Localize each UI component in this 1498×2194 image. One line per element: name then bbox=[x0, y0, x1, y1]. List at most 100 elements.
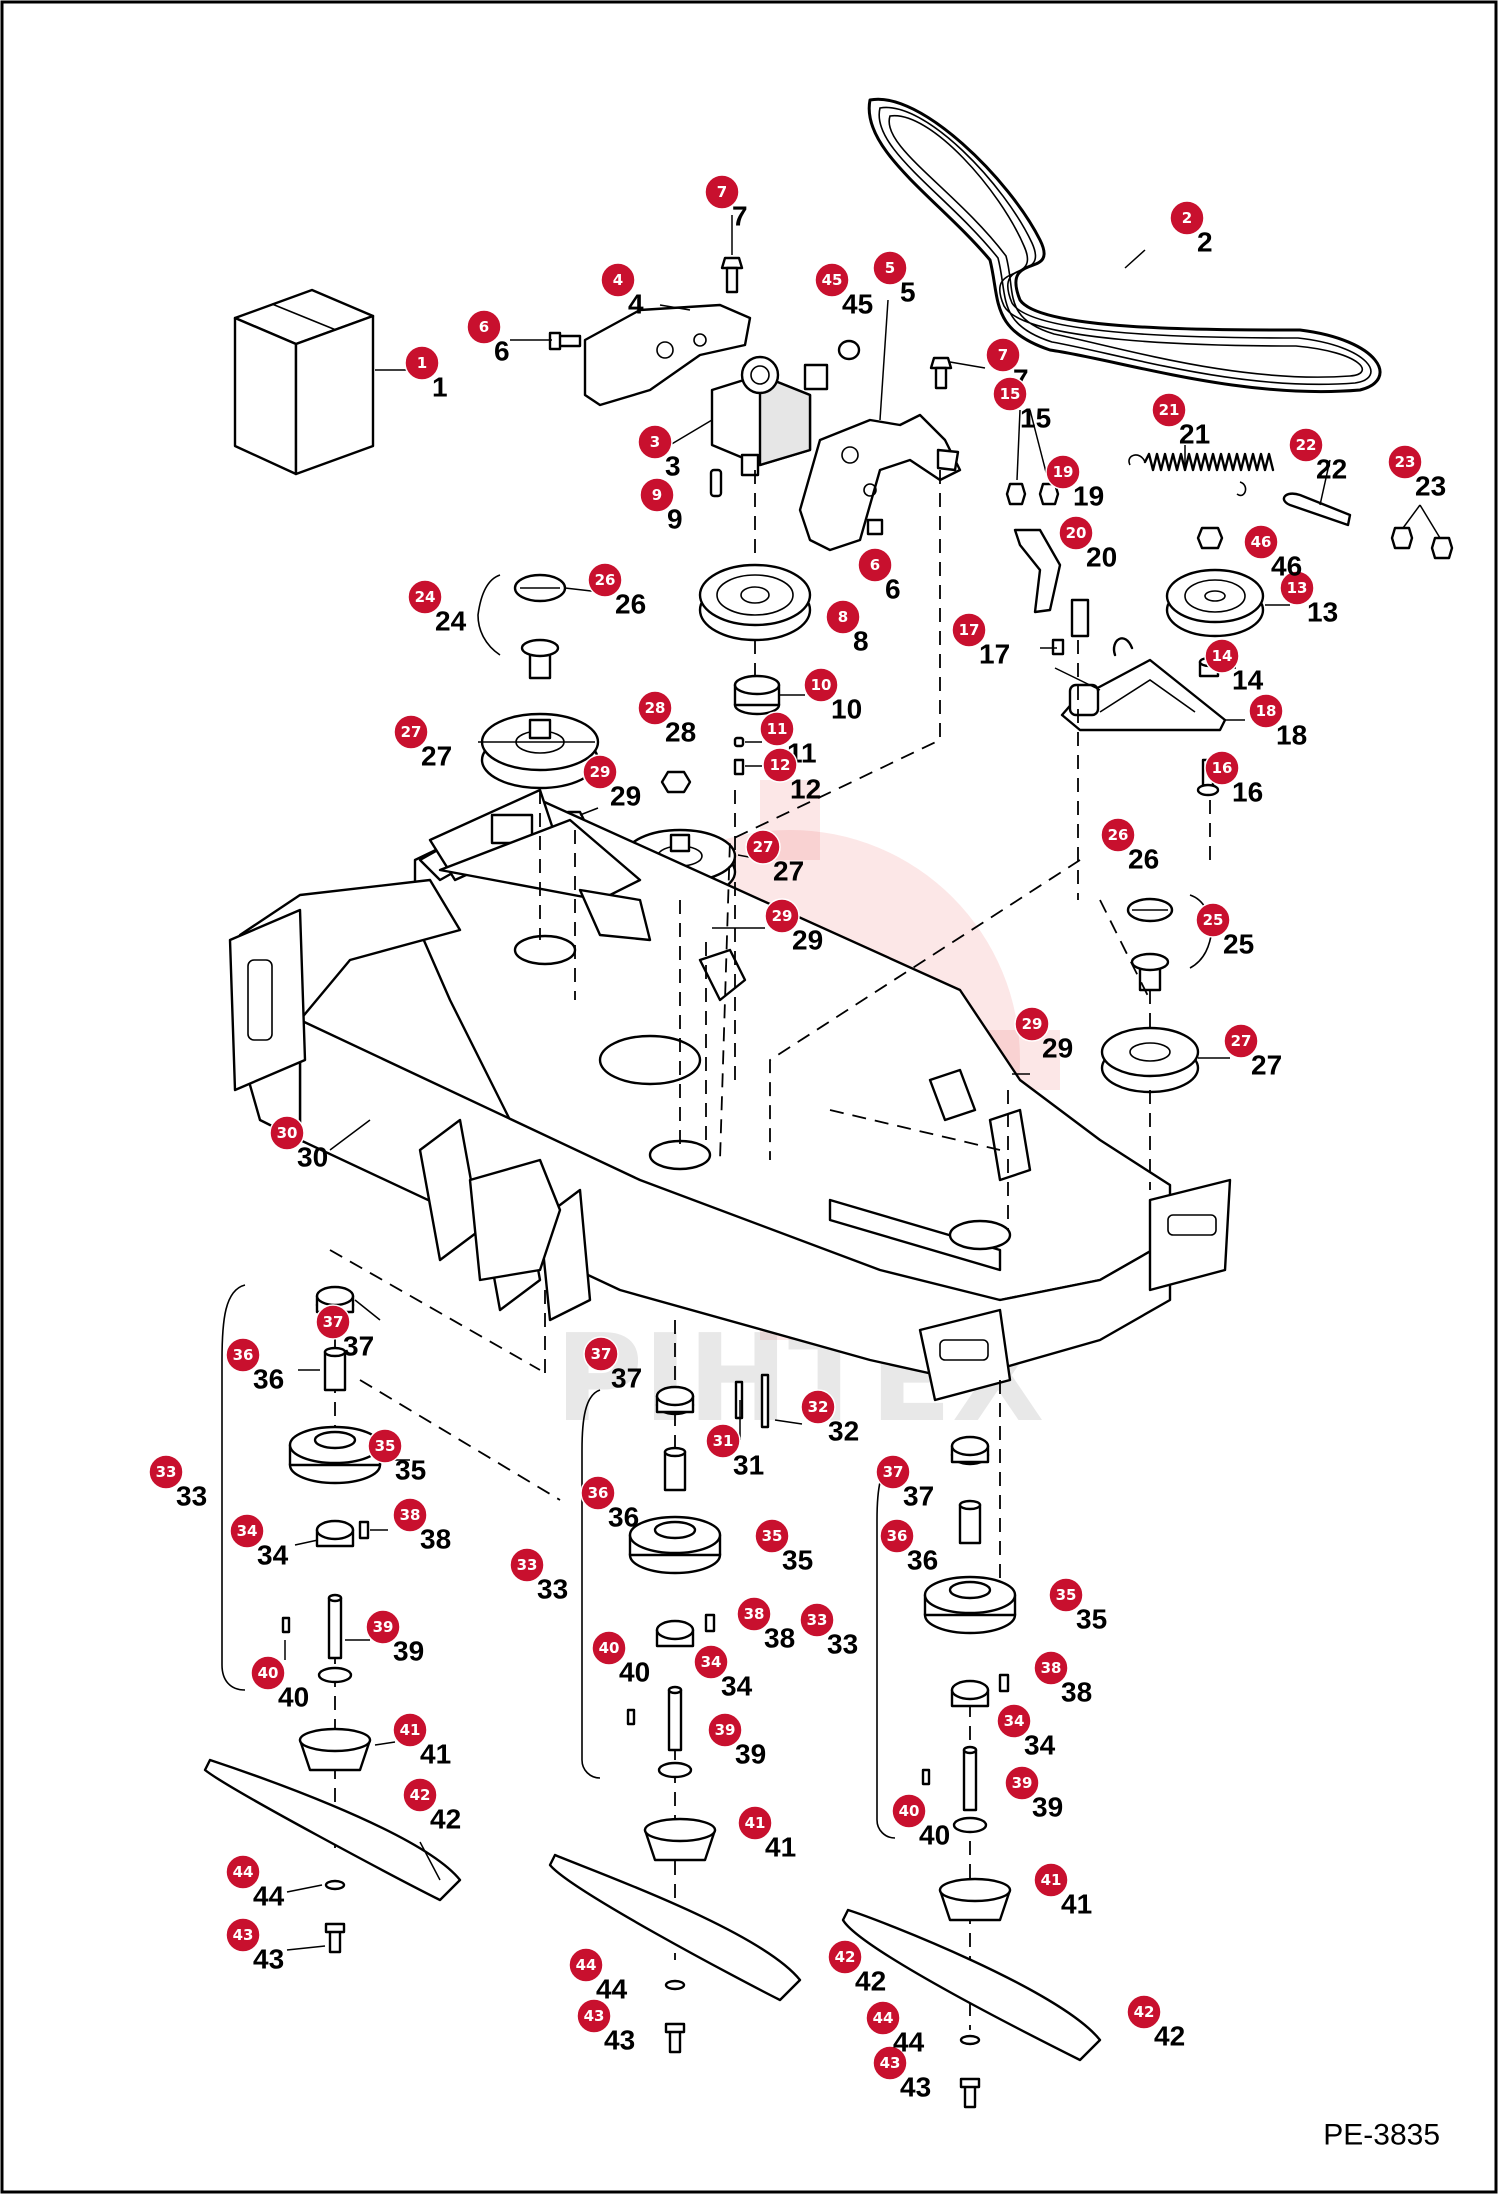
callout-number: 26 bbox=[595, 571, 616, 589]
callout-number: 28 bbox=[645, 699, 666, 717]
callout-number: 10 bbox=[811, 676, 832, 694]
callout-badge bbox=[737, 1805, 773, 1841]
part-number-label: 33 bbox=[176, 1481, 207, 1512]
callout-badge bbox=[857, 547, 893, 583]
part-number-label: 41 bbox=[1061, 1889, 1092, 1920]
part-number-label: 33 bbox=[537, 1574, 568, 1605]
part-number-label: 19 bbox=[1073, 481, 1104, 512]
callout-badge bbox=[825, 599, 861, 635]
callout-number: 23 bbox=[1395, 453, 1416, 471]
part-number-label: 5 bbox=[900, 277, 916, 308]
part-number-label: 42 bbox=[855, 1966, 886, 1997]
callout-number: 33 bbox=[517, 1556, 538, 1574]
callout-badge bbox=[600, 262, 636, 298]
part-number-label: 12 bbox=[790, 774, 821, 805]
callout-number: 7 bbox=[717, 183, 727, 201]
callout-badge bbox=[576, 1998, 612, 2034]
part-number-label: 29 bbox=[1042, 1033, 1073, 1064]
mower-deck bbox=[228, 788, 1232, 1402]
part-number-label: 31 bbox=[733, 1450, 764, 1481]
part-number-label: 17 bbox=[979, 639, 1010, 670]
callout-number: 39 bbox=[715, 1721, 736, 1739]
callout-badge bbox=[1195, 902, 1231, 938]
document-id: PE-3835 bbox=[1323, 2119, 1440, 2152]
callout-badge bbox=[1169, 200, 1205, 236]
part-number-label: 13 bbox=[1307, 597, 1338, 628]
callout-number: 41 bbox=[400, 1721, 421, 1739]
callout-number: 44 bbox=[576, 1956, 597, 1974]
callout-number: 30 bbox=[277, 1124, 298, 1142]
part-number-label: 34 bbox=[257, 1540, 289, 1571]
callout-badge bbox=[582, 754, 618, 790]
part-number-label: 37 bbox=[343, 1331, 374, 1362]
gearbox-pulley bbox=[698, 563, 812, 642]
bolt-7-top bbox=[720, 256, 744, 294]
bolt-6-top bbox=[548, 331, 582, 351]
spindle-assembly-right bbox=[841, 1435, 1102, 2109]
callout-badge bbox=[583, 1336, 619, 1372]
idler-pulley-13 bbox=[1165, 568, 1265, 638]
callout-number: 39 bbox=[373, 1618, 394, 1636]
callout-badge bbox=[754, 1518, 790, 1554]
part-number-label: 14 bbox=[1232, 665, 1264, 696]
part-number-label: 23 bbox=[1415, 471, 1446, 502]
part-number-label: 42 bbox=[1154, 2021, 1185, 2052]
callout-badge bbox=[225, 1854, 261, 1890]
hub-24-left bbox=[520, 638, 560, 680]
part-number-label: 6 bbox=[885, 574, 901, 605]
callout-badge bbox=[466, 309, 502, 345]
part-number-label: 28 bbox=[665, 717, 696, 748]
callout-badge bbox=[365, 1609, 401, 1645]
part-number-label: 29 bbox=[610, 781, 641, 812]
callout-badge bbox=[392, 1712, 428, 1748]
callout-number: 25 bbox=[1203, 911, 1224, 929]
callout-badge bbox=[707, 1712, 743, 1748]
part-number-label: 37 bbox=[611, 1363, 642, 1394]
part-number-label: 36 bbox=[253, 1364, 284, 1395]
callout-number: 14 bbox=[1212, 647, 1233, 665]
part-number-label: 7 bbox=[732, 201, 748, 232]
part-number-label: 46 bbox=[1271, 551, 1302, 582]
hub-25-right bbox=[1130, 952, 1170, 992]
callout-badge bbox=[509, 1547, 545, 1583]
callout-badge bbox=[1014, 1006, 1050, 1042]
callout-2: 22 bbox=[1169, 200, 1213, 258]
callout-number: 37 bbox=[323, 1313, 344, 1331]
callout-number: 7 bbox=[998, 346, 1008, 364]
nut-28 bbox=[660, 770, 692, 794]
spring-21 bbox=[1128, 452, 1275, 497]
callout-number: 35 bbox=[762, 1527, 783, 1545]
part-number-label: 27 bbox=[1251, 1050, 1282, 1081]
callout-6: 66 bbox=[857, 547, 901, 605]
callout-badge bbox=[985, 337, 1021, 373]
callout-number: 6 bbox=[479, 318, 489, 336]
nut-23b bbox=[1430, 536, 1454, 560]
callout-number: 32 bbox=[808, 1398, 829, 1416]
callout-badge bbox=[799, 1602, 835, 1638]
callout-badge bbox=[637, 690, 673, 726]
callout-badge bbox=[591, 1630, 627, 1666]
part-number-label: 44 bbox=[893, 2027, 925, 2058]
